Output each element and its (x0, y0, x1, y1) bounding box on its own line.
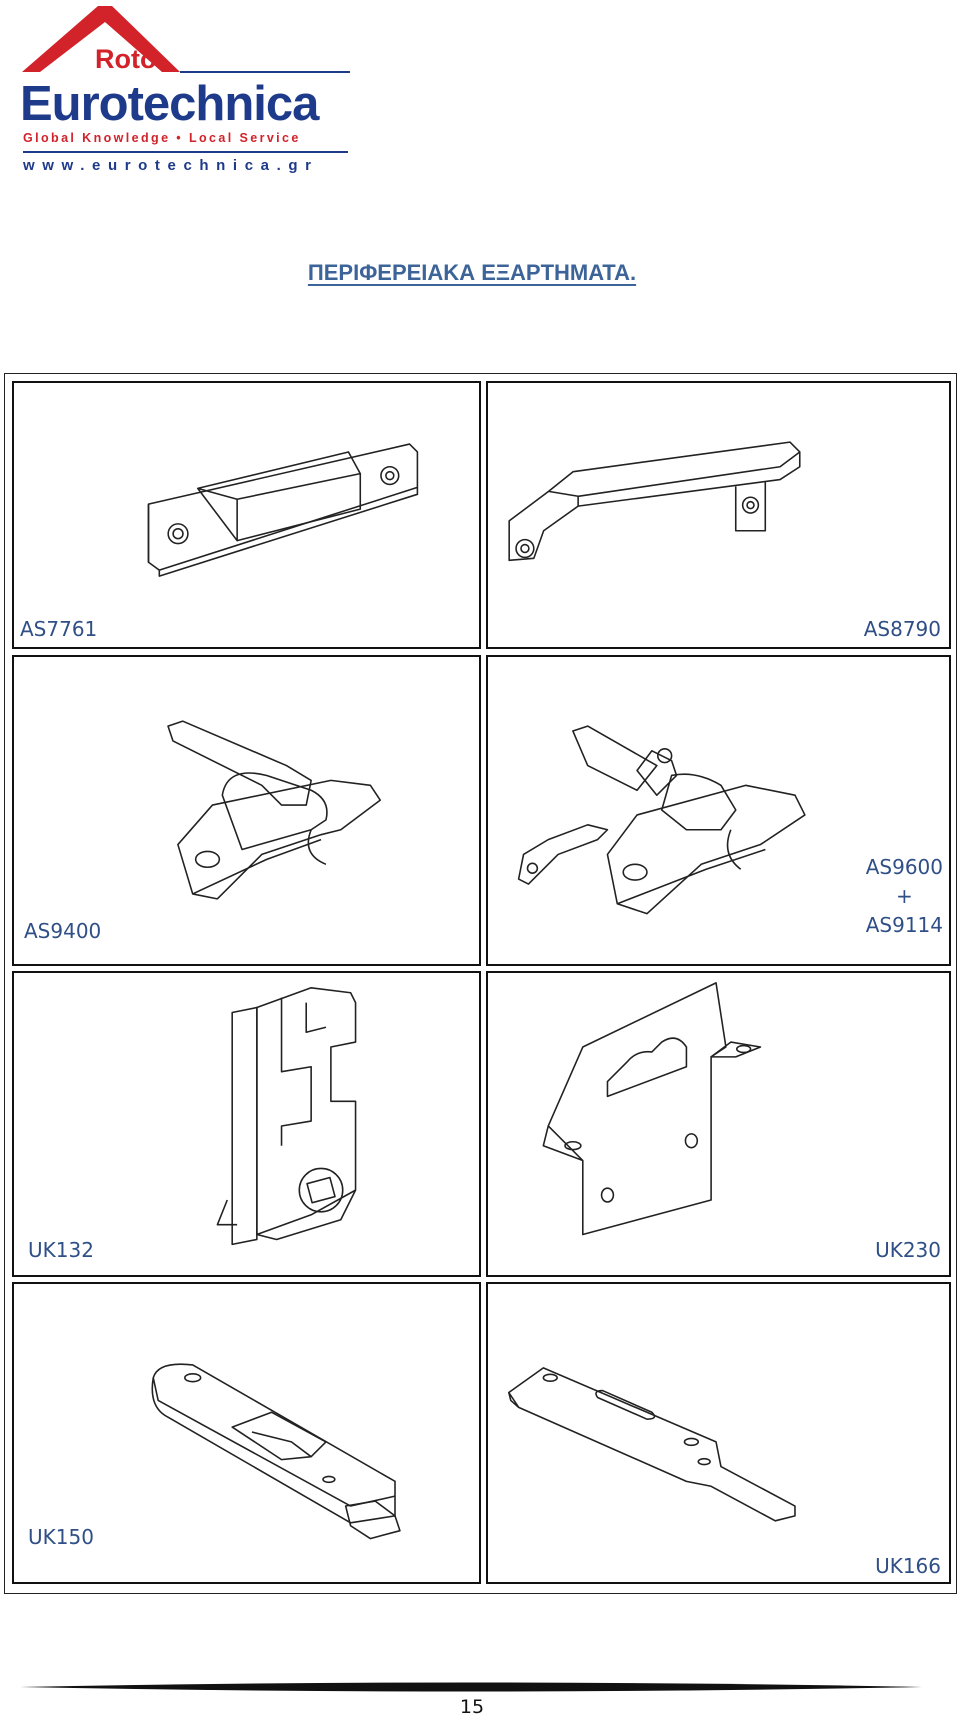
logo-tagline: Global Knowledge • Local Service (23, 131, 301, 145)
slotted-stay-icon (508, 1367, 796, 1522)
product-code: AS7761 (20, 617, 98, 641)
eurotechnica-logo: Roto Eurotechnica Global Knowledge • Loc… (20, 4, 350, 174)
product-code: AS9400 (24, 919, 102, 943)
logo-divider (180, 71, 350, 73)
sash-lock-with-key-icon (517, 725, 806, 915)
bar-pull-handle-icon (508, 441, 801, 562)
footer-rule (20, 1682, 922, 1692)
sash-lock-icon (167, 720, 382, 900)
page-number: 15 (459, 1696, 485, 1718)
bracket-plate-icon (542, 982, 762, 1236)
product-cell-as9600-as9114: AS9600 + AS9114 (486, 655, 951, 966)
logo-roto-text: Roto (95, 44, 157, 74)
product-code: UK166 (875, 1554, 941, 1578)
product-code-plus: + (895, 884, 913, 908)
product-cell-uk150: UK150 (12, 1282, 481, 1584)
product-code: AS8790 (863, 617, 941, 641)
page-title: ΠΕΡΙΦΕΡΕΙΑΚΑ ΕΞΑΡΤΗΜΑΤΑ. (307, 260, 637, 285)
product-cell-as8790: AS8790 (486, 381, 951, 649)
product-code-stack: AS9600 + AS9114 (866, 853, 943, 940)
sash-lift-handle-icon (147, 443, 419, 577)
logo-url: www.eurotechnica.gr (23, 157, 319, 174)
logo-underline (23, 151, 348, 153)
product-code: UK150 (28, 1525, 94, 1549)
roof-logo-icon (22, 6, 180, 72)
product-code: AS9114 (865, 913, 943, 937)
product-cell-as9400: AS9400 (12, 655, 481, 966)
window-latch-icon (216, 987, 357, 1246)
product-code: UK132 (28, 1238, 94, 1262)
logo-brand-name: Eurotechnica (20, 77, 319, 131)
product-cell-uk230: UK230 (486, 971, 951, 1277)
product-code: UK230 (875, 1238, 941, 1262)
tilt-stay-icon (151, 1363, 401, 1540)
product-cell-uk166: UK166 (486, 1282, 951, 1584)
product-cell-as7761: AS7761 (12, 381, 481, 649)
product-code: AS9600 (865, 855, 943, 879)
product-cell-uk132: UK132 (12, 971, 481, 1277)
product-grid: AS7761 AS8790 AS (4, 373, 957, 1594)
